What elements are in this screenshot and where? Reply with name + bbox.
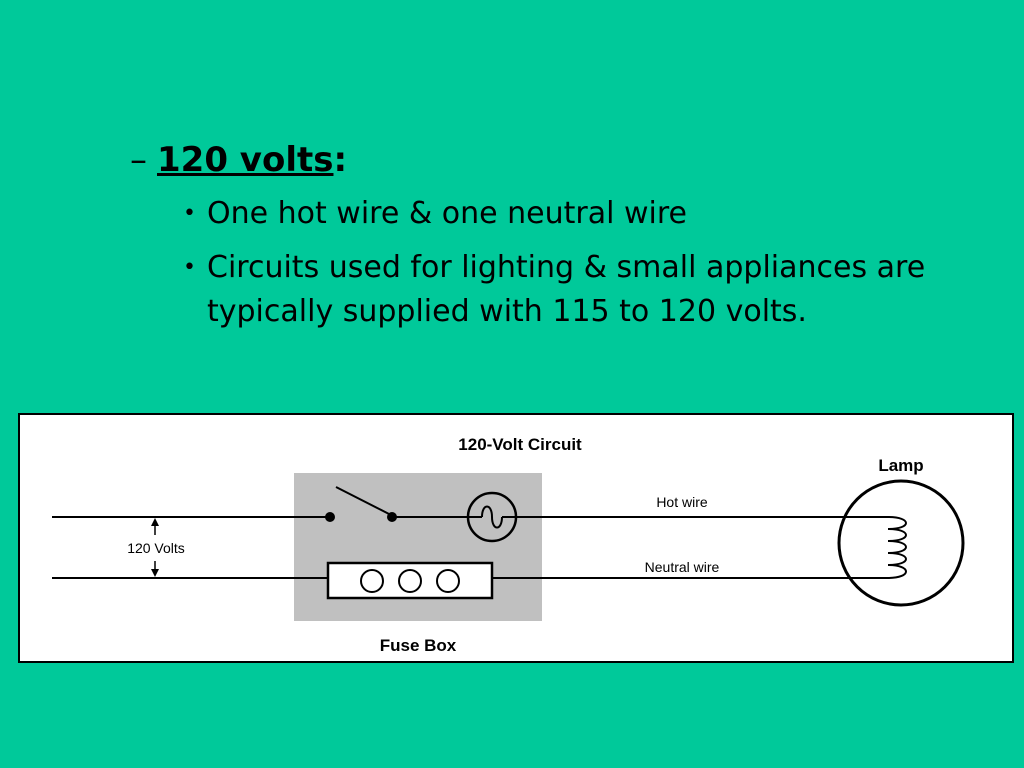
switch-terminal: [325, 512, 335, 522]
slide-heading: –120 volts:: [130, 138, 347, 182]
fuse-icon: [436, 569, 460, 593]
lamp-icon: [837, 479, 965, 607]
bullet-icon: •: [183, 255, 196, 280]
bullet-list: • One hot wire & one neutral wire • Circ…: [183, 192, 983, 344]
bullet-item: • One hot wire & one neutral wire: [183, 192, 983, 236]
fuse-icon: [398, 569, 422, 593]
fuse-box-label: Fuse Box: [380, 636, 457, 655]
bullet-text: Circuits used for lighting & small appli…: [207, 250, 926, 329]
circuit-diagram-svg: 120-Volt Circuit 120 Volt: [52, 435, 965, 655]
voltage-label: 120 Volts: [127, 540, 185, 556]
bullet-icon: •: [183, 201, 196, 226]
voltage-arrow-icon: [151, 518, 159, 577]
neutral-wire-label: Neutral wire: [645, 559, 720, 575]
switch-lever: [335, 486, 392, 516]
heading-colon: :: [333, 140, 348, 180]
bullet-item: • Circuits used for lighting & small app…: [183, 246, 983, 334]
fuse-icon: [360, 569, 384, 593]
circuit-diagram: 120-Volt Circuit 120 Volt: [18, 413, 1014, 663]
hot-wire-label: Hot wire: [656, 494, 708, 510]
bullet-text: One hot wire & one neutral wire: [207, 196, 687, 231]
diagram-title: 120-Volt Circuit: [458, 435, 582, 454]
lamp-label: Lamp: [878, 456, 923, 475]
heading-term: 120 volts: [157, 140, 334, 180]
heading-dash: –: [130, 140, 147, 180]
